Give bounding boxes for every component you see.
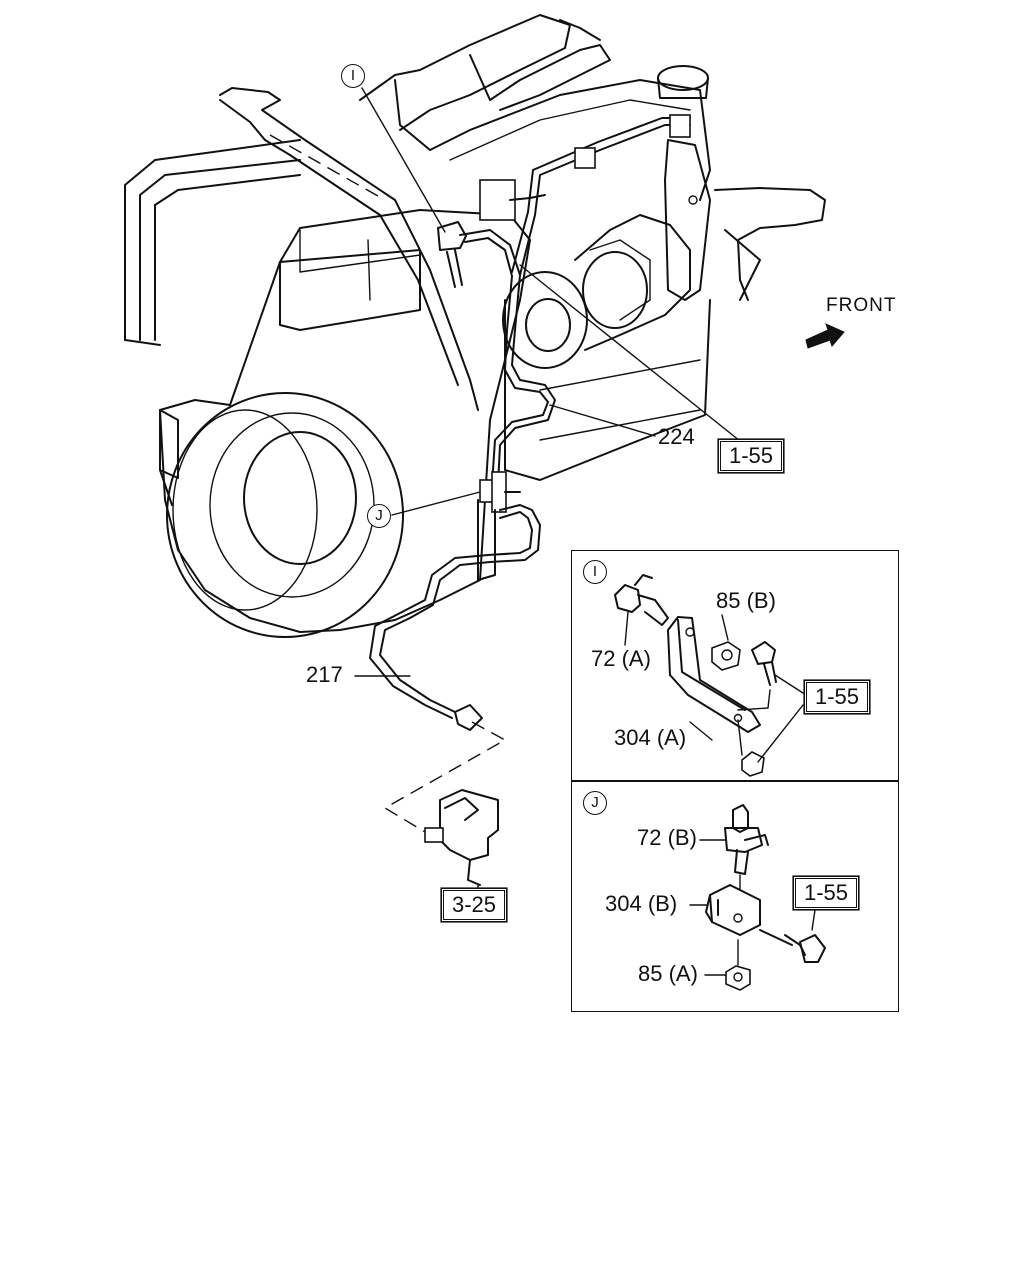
ref-box-3-25[interactable]: 3-25 (443, 890, 506, 920)
callout-217[interactable]: 217 (306, 662, 343, 687)
part-label-72b[interactable]: 72 (B) (637, 825, 697, 850)
ref-box-1-55-top[interactable]: 1-55 (720, 441, 783, 471)
detail-j-letter: J (583, 791, 607, 815)
front-label: FRONT (826, 295, 897, 316)
part-label-304a[interactable]: 304 (A) (614, 725, 687, 750)
fitting-j-location (369, 471, 541, 719)
ref-box-1-55-detail-i[interactable]: 1-55 (806, 682, 869, 712)
part-label-85a[interactable]: 85 (A) (638, 961, 698, 986)
callout-detail-j[interactable]: J (367, 504, 391, 528)
callout-224[interactable]: 224 (658, 424, 695, 449)
front-arrow-icon (805, 323, 845, 349)
detail-i-drawing (614, 574, 804, 777)
part-label-304b[interactable]: 304 (B) (605, 891, 678, 916)
leader-lines (354, 87, 746, 891)
fitting-i-location (437, 221, 467, 288)
detail-i-frame (571, 550, 899, 782)
detail-j-frame (571, 780, 899, 1012)
engine-block (359, 14, 826, 481)
valve-assembly (383, 704, 507, 886)
detail-i-letter: I (583, 560, 607, 584)
detail-j-drawing (689, 804, 826, 991)
ref-box-1-55-detail-j[interactable]: 1-55 (795, 878, 858, 908)
callout-detail-i[interactable]: I (341, 64, 365, 88)
part-label-85b[interactable]: 85 (B) (716, 588, 776, 613)
chassis-frame (124, 87, 479, 411)
flywheel-housing (159, 209, 531, 638)
part-label-72a[interactable]: 72 (A) (591, 646, 651, 671)
air-pipe-224 (459, 114, 691, 486)
